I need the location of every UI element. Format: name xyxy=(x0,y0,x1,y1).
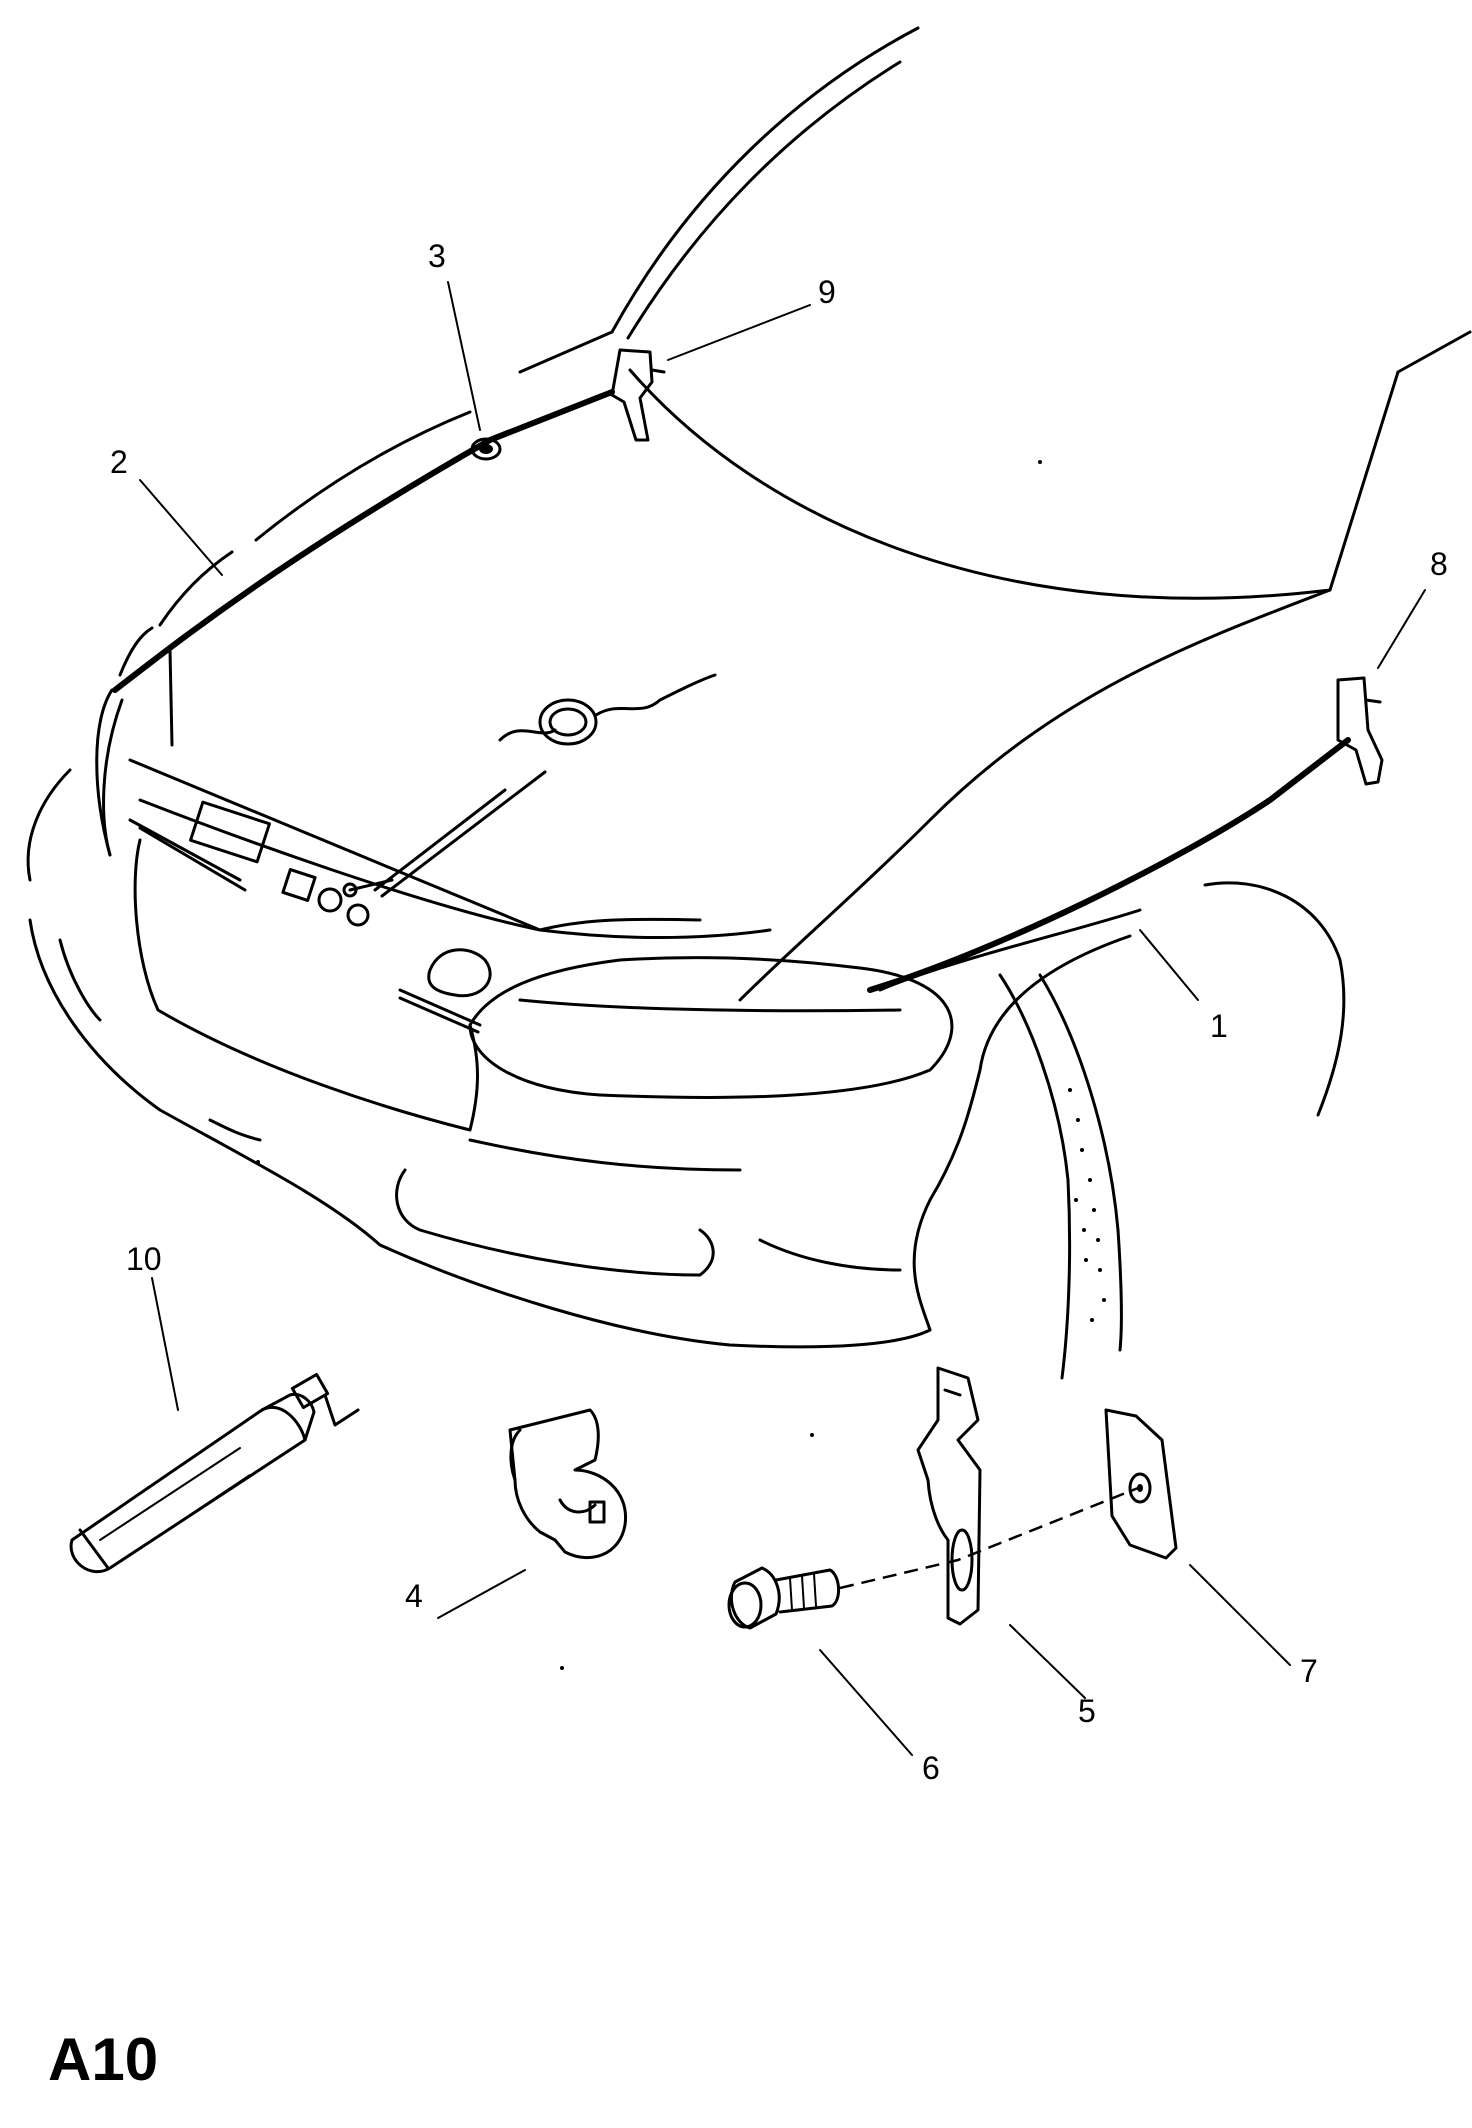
callout-10: 10 xyxy=(126,1241,162,1277)
leader-lines xyxy=(139,281,1426,1756)
callout-7: 7 xyxy=(1300,1653,1318,1689)
callout-2: 2 xyxy=(110,444,128,480)
bolt-part-6 xyxy=(727,1566,840,1630)
nut-plate-part-7 xyxy=(1104,1408,1178,1560)
hood-spring xyxy=(498,673,717,746)
diagram-code: A10 xyxy=(48,2026,159,2093)
assembly-axis-line xyxy=(839,1486,1139,1590)
callout-3: 3 xyxy=(428,238,446,274)
hood-latch-part-9 xyxy=(610,348,666,442)
hood-latch-part-8 xyxy=(1336,676,1384,786)
hood-release-cable xyxy=(112,389,1351,993)
print-specks xyxy=(256,460,1042,1670)
callout-9: 9 xyxy=(818,274,836,310)
callout-6: 6 xyxy=(922,1750,940,1786)
callout-1: 1 xyxy=(1210,1008,1228,1044)
callout-4: 4 xyxy=(405,1578,423,1614)
latch-bracket-part-5 xyxy=(916,1366,982,1626)
car-body-illustration xyxy=(26,26,1472,1380)
cable-grommet-part-3 xyxy=(470,437,502,461)
cable-clip-part-4 xyxy=(508,1408,627,1560)
callout-5: 5 xyxy=(1078,1693,1096,1729)
callout-8: 8 xyxy=(1430,546,1448,582)
release-handle-rod xyxy=(342,770,547,898)
grease-tube-part-10 xyxy=(69,1372,360,1574)
